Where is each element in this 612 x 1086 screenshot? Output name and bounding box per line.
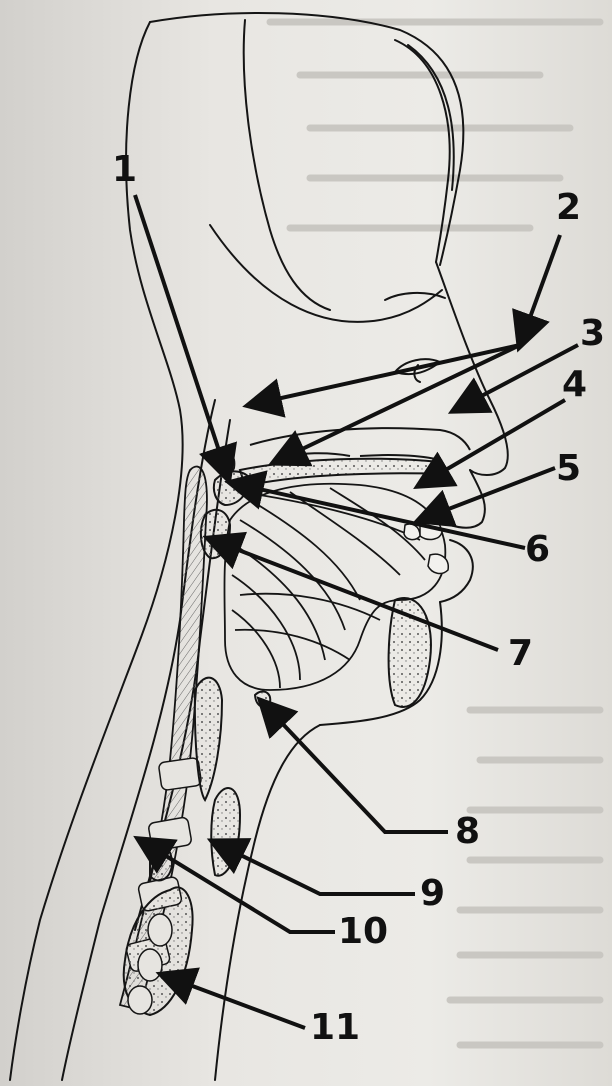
label-6: 6 <box>525 532 550 568</box>
label-5: 5 <box>556 451 581 487</box>
hard-palate <box>240 459 445 486</box>
label-10: 10 <box>338 914 388 950</box>
label-3: 3 <box>580 316 605 352</box>
label-9: 9 <box>420 876 445 912</box>
epiglottis <box>195 678 222 800</box>
arrow-3 <box>275 345 520 462</box>
arrow-2a <box>520 235 560 345</box>
label-8: 8 <box>455 814 480 850</box>
soft-palate <box>214 471 250 505</box>
label-2: 2 <box>556 190 581 226</box>
label-1: 1 <box>112 152 137 188</box>
thyroid-cartilage <box>211 788 240 876</box>
label-4: 4 <box>562 367 587 403</box>
label-7: 7 <box>508 636 533 672</box>
label-11: 11 <box>310 1010 360 1046</box>
arrow-11 <box>163 975 305 1028</box>
